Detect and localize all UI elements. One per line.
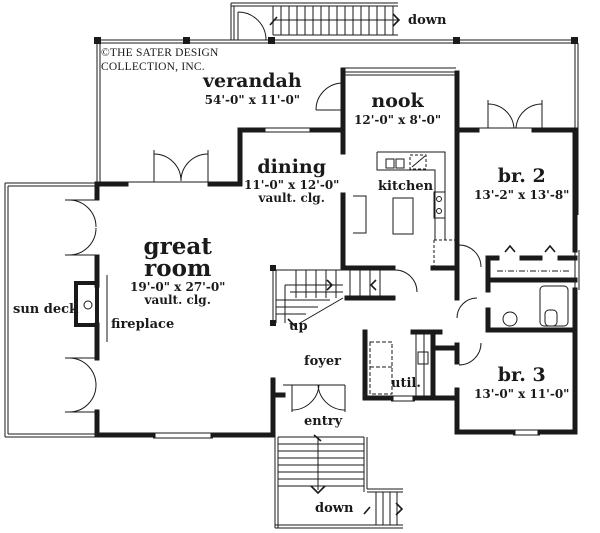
entry-stair <box>274 434 404 529</box>
room-dimensions: 13'-0" x 11'-0" <box>474 387 570 401</box>
room-name-line-1: great <box>143 233 212 260</box>
room-kitchen: kitchen <box>378 179 434 194</box>
utility-fixtures <box>369 332 429 398</box>
room-sun-deck: sun deck <box>13 302 79 317</box>
entry-stair-down-label: down <box>315 501 354 516</box>
room-dimensions: 13'-2" x 13'-8" <box>474 188 570 202</box>
room-util: util. <box>391 376 421 391</box>
room-name-line-2: room <box>144 255 212 282</box>
walls <box>94 67 578 438</box>
room-name: dining <box>257 156 327 178</box>
room-ceiling-note: vault. clg. <box>258 191 325 205</box>
room-name: br. 3 <box>497 364 546 386</box>
room-dimensions: 12'-0" x 8'-0" <box>354 113 442 127</box>
room-dimensions: 11'-0" x 12'-0" <box>244 178 340 192</box>
copyright-line-2: COLLECTION, INC. <box>101 61 205 74</box>
room-foyer: foyer <box>304 354 341 369</box>
kitchen-fixtures <box>353 151 457 268</box>
room-dining: dining 11'-0" x 12'-0" vault. clg. <box>244 156 340 205</box>
room-br2: br. 2 13'-2" x 13'-8" <box>474 165 570 202</box>
room-dimensions: 54'-0" x 11'-0" <box>204 93 301 107</box>
room-dimensions: 19'-0" x 27'-0" <box>130 280 226 294</box>
interior-stair <box>270 265 381 327</box>
room-name: nook <box>371 90 424 112</box>
windows <box>153 127 580 439</box>
room-br3: br. 3 13'-0" x 11'-0" <box>474 364 570 401</box>
copyright-line-1: ©THE SATER DESIGN <box>101 47 219 59</box>
room-verandah: verandah 54'-0" x 11'-0" <box>203 70 302 107</box>
doors <box>65 82 543 413</box>
room-name: verandah <box>203 70 302 92</box>
room-entry: entry <box>304 414 343 429</box>
interior-stair-up-label: up <box>289 319 308 334</box>
fireplace-unit <box>74 275 108 342</box>
top-stair <box>230 2 401 41</box>
sun-deck-railing <box>4 182 97 438</box>
fireplace-label: fireplace <box>111 317 175 332</box>
copyright-notice: ©THE SATER DESIGN COLLECTION, INC. <box>101 46 219 75</box>
room-great-room: great room 19'-0" x 27'-0" vault. clg. <box>130 235 225 306</box>
bath-fixtures <box>497 244 570 327</box>
top-stair-down-label: down <box>408 13 447 28</box>
room-name: br. 2 <box>497 165 546 187</box>
room-ceiling-note: vault. clg. <box>144 293 211 307</box>
room-nook: nook 12'-0" x 8'-0" <box>354 90 442 127</box>
